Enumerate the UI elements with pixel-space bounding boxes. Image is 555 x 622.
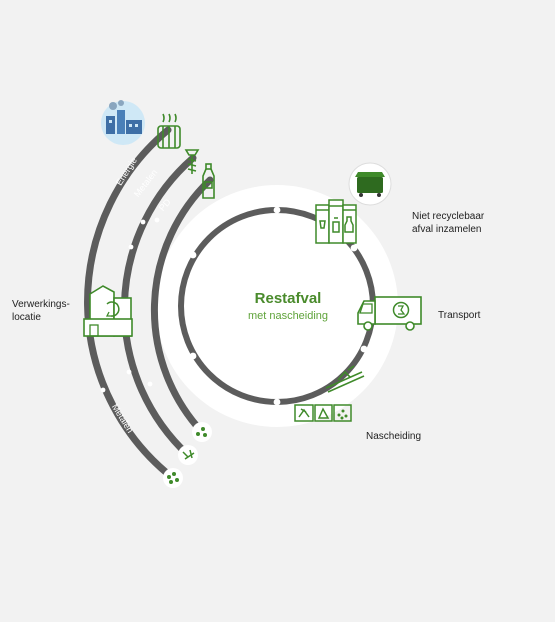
energy-track: [84, 126, 177, 482]
stream-metals-in-label: Metalen: [110, 402, 135, 434]
stream-energy-label: Energie: [114, 156, 139, 188]
step-collect-label: Niet recyclebaar afval inzamelen: [412, 211, 485, 235]
step-processing-label: Verwerkings- locatie: [12, 299, 70, 323]
pd-track: [150, 176, 214, 436]
metal-pieces-icon: [163, 468, 183, 488]
track-arrows: [100, 217, 160, 393]
cycle-arrows: [189, 206, 368, 406]
step-separation-label: Nascheiding: [366, 431, 422, 442]
screw-icon: [184, 149, 200, 174]
radiator-icon: [157, 113, 181, 149]
factory-icon: [101, 100, 145, 145]
cycle-subtitle: met nascheiding: [247, 310, 329, 322]
processing-plant-icon: [83, 285, 133, 337]
pd-pellets-icon: [192, 422, 212, 442]
sorting-bins-icon: [294, 404, 352, 422]
step-transport-label: Transport: [438, 310, 481, 321]
cycle-title: Restafval: [254, 290, 322, 307]
bottle-icon: [202, 163, 215, 199]
truck-icon: [357, 296, 422, 331]
waste-bins-icon: [315, 199, 357, 244]
conveyor-belt-icon: [325, 365, 365, 393]
sorting-bins-dots: [337, 409, 348, 420]
stream-metals-out-label: Metalen: [132, 167, 160, 198]
metal-scraps-icon: [178, 445, 198, 465]
cycle-halo: [156, 185, 398, 427]
waste-container-icon: [348, 162, 392, 206]
